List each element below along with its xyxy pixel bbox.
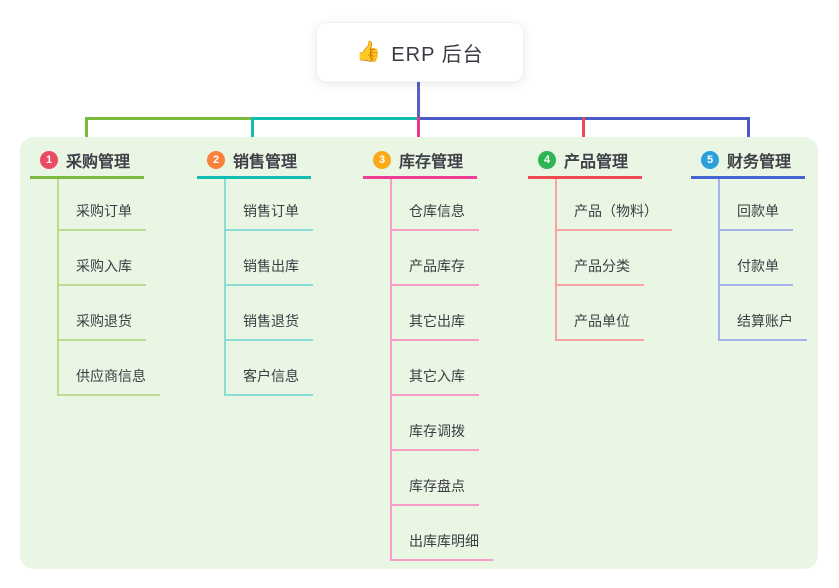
node-label: 销售出库 [226,256,313,286]
node-label: 其它出库 [392,311,479,341]
connector-horizontal-teal [251,117,419,120]
tree-node[interactable]: 产品（物料） [557,179,672,231]
tree-node[interactable]: 销售退货 [226,286,337,341]
node-label: 供应商信息 [59,366,160,396]
tree-node[interactable]: 库存盘点 [392,451,503,506]
tree-node[interactable]: 库存调拨 [392,396,503,451]
branch-title-rule [30,176,144,179]
branch-number-badge: 3 [373,150,391,169]
node-label: 库存盘点 [392,476,479,506]
tree-node[interactable]: 客户信息 [226,341,337,396]
tree-node[interactable]: 其它入库 [392,341,503,396]
branch-label: 财务管理 [727,153,792,171]
tree-node[interactable]: 销售出库 [226,231,337,286]
tree-node[interactable]: 采购退货 [59,286,170,341]
branch-inventory: 3 库存管理 仓库信息 产品库存 其它出库 其它入库 库存调拨 库存盘点 出库库… [363,146,503,561]
node-label: 仓库信息 [392,201,479,231]
branch-sales: 2 销售管理 销售订单 销售出库 销售退货 客户信息 [197,146,337,396]
tree-node[interactable]: 出库库明细 [392,506,503,561]
tree-node[interactable]: 产品单位 [557,286,668,341]
branch-inventory-title[interactable]: 3 库存管理 [363,146,503,173]
tree-node[interactable]: 供应商信息 [59,341,170,396]
tree-node[interactable]: 回款单 [720,179,831,231]
node-label: 采购退货 [59,311,146,341]
branch-product-title[interactable]: 4 产品管理 [528,146,668,173]
tree-node[interactable]: 采购订单 [59,179,170,231]
branch-number-badge: 5 [701,150,719,169]
connector-stub-product [582,117,585,145]
branch-finance: 5 财务管理 回款单 付款单 结算账户 [691,146,831,341]
branch-number-badge: 4 [538,150,556,169]
node-label: 客户信息 [226,366,313,396]
branch-number-badge: 2 [207,150,225,169]
node-label: 采购订单 [59,201,146,231]
connector-stub-finance [747,117,750,145]
node-label: 其它入库 [392,366,479,396]
branch-sales-title[interactable]: 2 销售管理 [197,146,337,173]
tree-node[interactable]: 其它出库 [392,286,503,341]
connector-stub-sales [251,117,254,145]
tree-node[interactable]: 结算账户 [720,286,831,341]
branch-purchase-children: 采购订单 采购入库 采购退货 供应商信息 [57,179,170,396]
branch-label: 库存管理 [399,153,464,171]
node-label: 销售退货 [226,311,313,341]
branch-finance-title[interactable]: 5 财务管理 [691,146,831,173]
thumbs-up-icon: 👍 [356,41,382,63]
connector-root-vertical [417,81,420,118]
branches-panel [20,137,818,569]
connector-stub-inventory [417,117,420,145]
node-label: 库存调拨 [392,421,479,451]
branch-label: 产品管理 [564,153,629,171]
node-label: 回款单 [720,201,793,231]
tree-node[interactable]: 销售订单 [226,179,337,231]
node-label: 产品库存 [392,256,479,286]
tree-node[interactable]: 采购入库 [59,231,170,286]
branch-purchase-title[interactable]: 1 采购管理 [30,146,170,173]
branch-inventory-children: 仓库信息 产品库存 其它出库 其它入库 库存调拨 库存盘点 出库库明细 [390,179,503,561]
tree-node[interactable]: 付款单 [720,231,831,286]
branch-sales-children: 销售订单 销售出库 销售退货 客户信息 [224,179,337,396]
node-label: 出库库明细 [392,531,493,561]
branch-finance-children: 回款单 付款单 结算账户 [718,179,831,341]
branch-title-rule [691,176,805,179]
node-label: 产品（物料） [557,201,672,231]
branch-product-children: 产品（物料） 产品分类 产品单位 [555,179,672,341]
branch-title-rule [363,176,477,179]
connector-stub-purchase [85,117,88,145]
branch-label: 采购管理 [66,153,131,171]
branch-title-rule [197,176,311,179]
node-label: 销售订单 [226,201,313,231]
tree-node[interactable]: 仓库信息 [392,179,503,231]
node-label: 付款单 [720,256,793,286]
node-label: 产品单位 [557,311,644,341]
node-label: 结算账户 [720,311,807,341]
node-label: 产品分类 [557,256,644,286]
root-node-label: ERP 后台 [391,43,484,66]
branch-purchase: 1 采购管理 采购订单 采购入库 采购退货 供应商信息 [30,146,170,396]
root-node-erp[interactable]: 👍 ERP 后台 [316,22,524,82]
tree-node[interactable]: 产品分类 [557,231,668,286]
tree-node[interactable]: 产品库存 [392,231,503,286]
branch-label: 销售管理 [233,153,298,171]
branch-product: 4 产品管理 产品（物料） 产品分类 产品单位 [528,146,672,341]
node-label: 采购入库 [59,256,146,286]
connector-horizontal-green [85,117,253,120]
branch-title-rule [528,176,642,179]
branch-number-badge: 1 [40,150,58,169]
